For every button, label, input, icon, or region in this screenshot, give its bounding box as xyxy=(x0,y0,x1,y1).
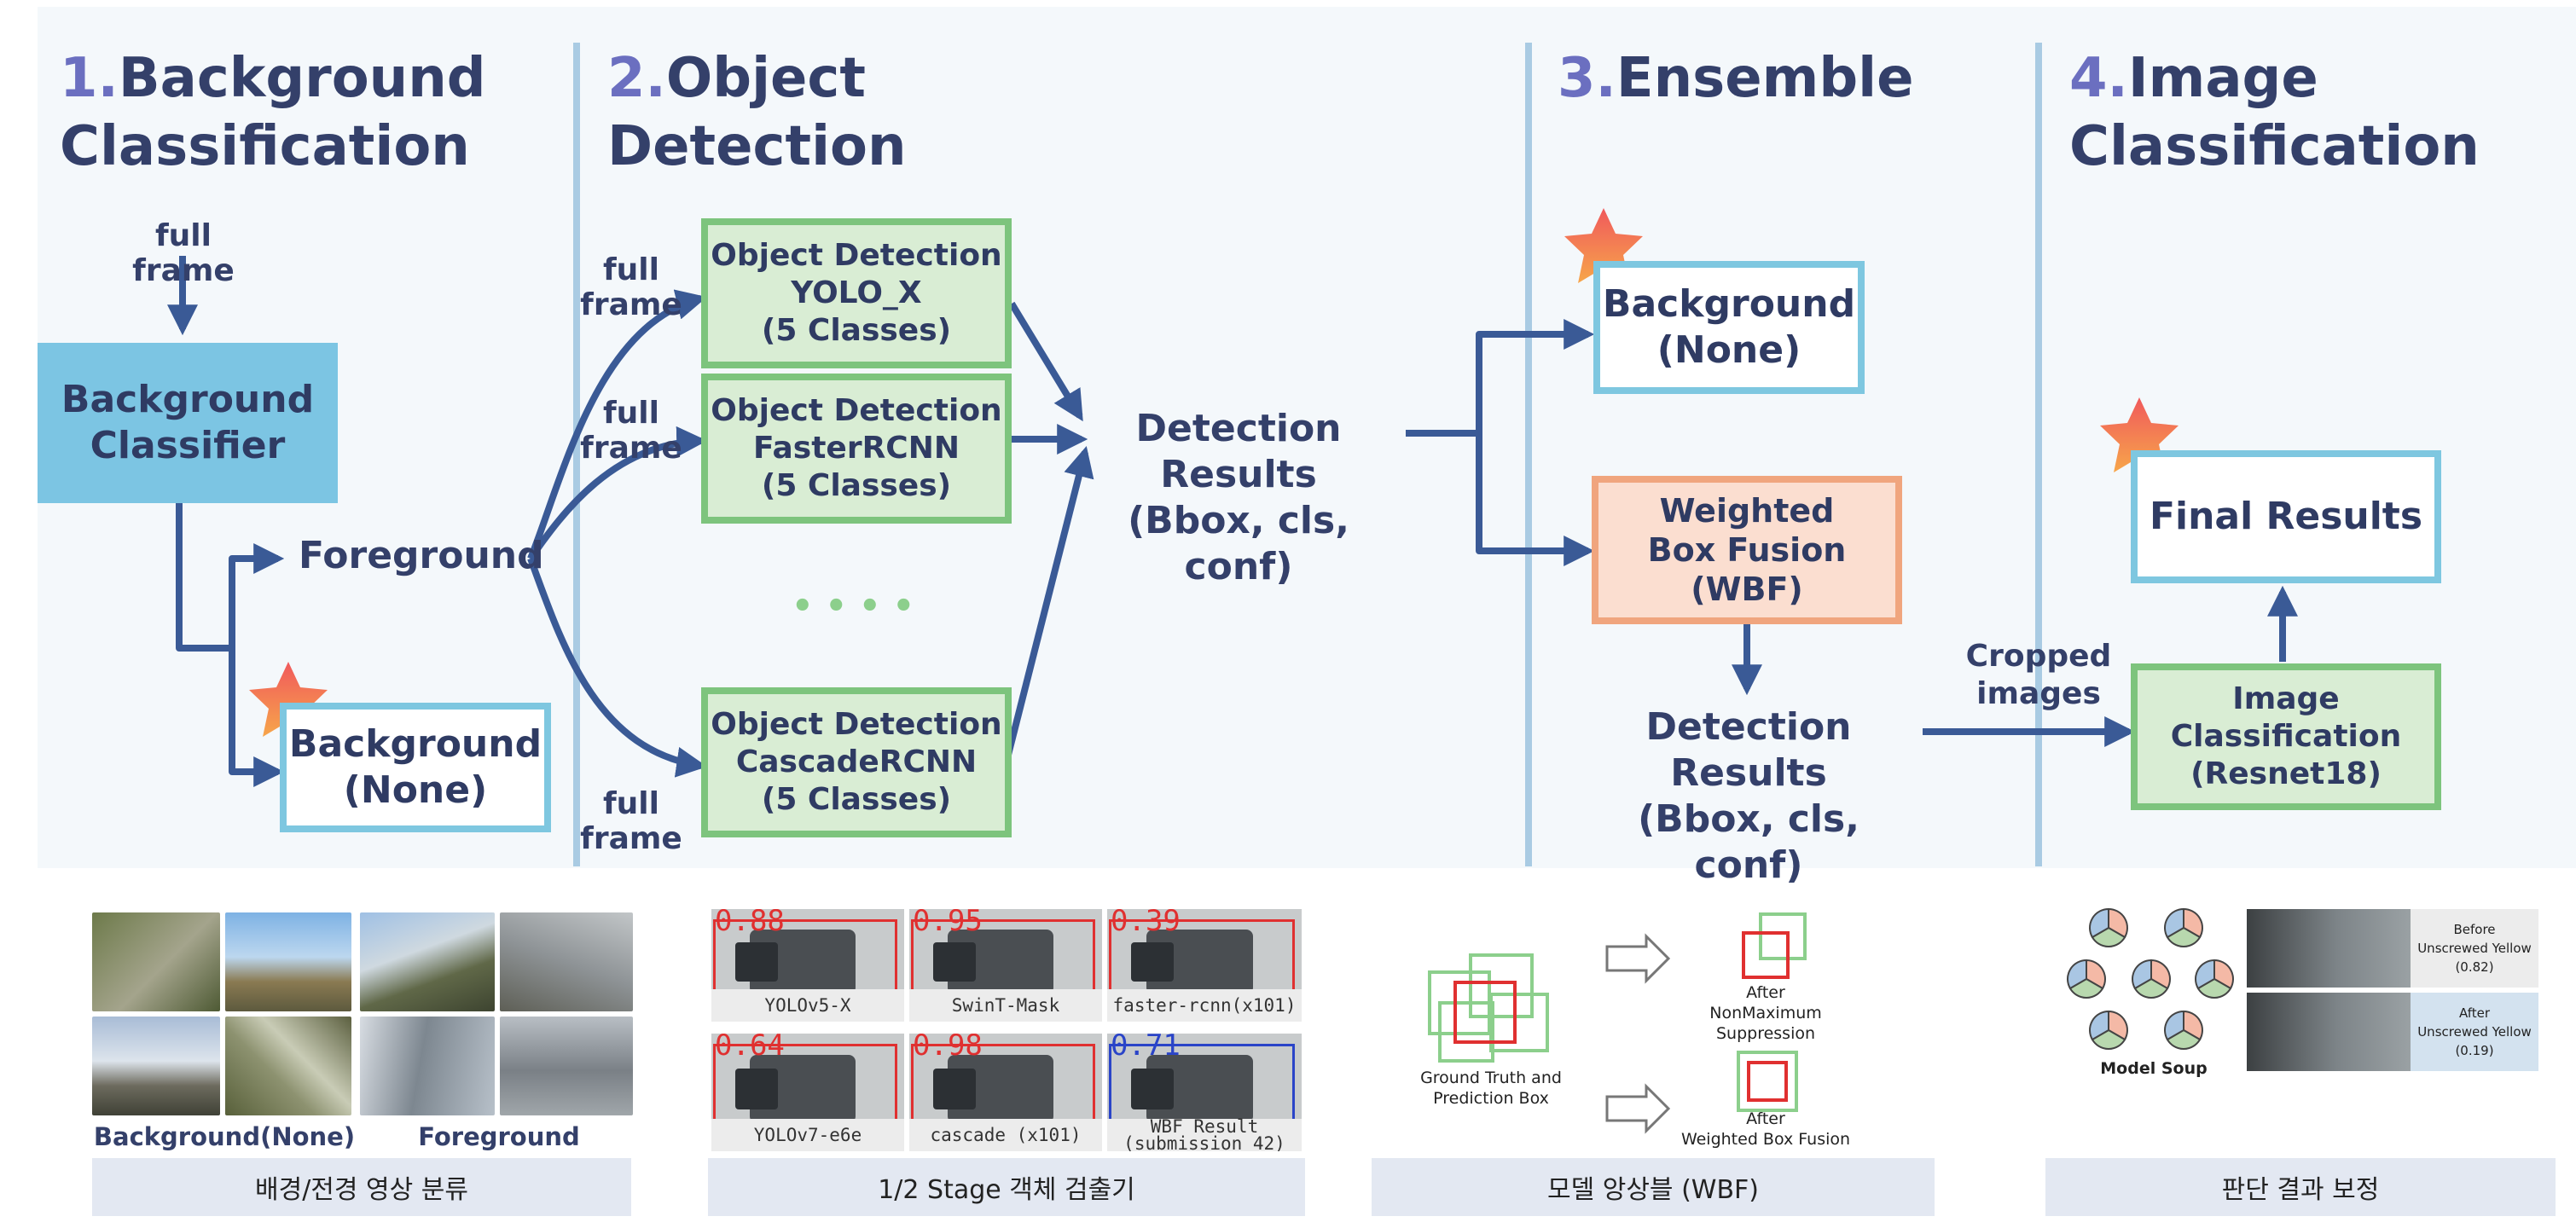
after-image xyxy=(2247,993,2411,1071)
detection-results-label-2: Detection Results (Bbox, cls, conf) xyxy=(1638,705,1859,887)
model-soup-pie-4 xyxy=(2132,959,2171,999)
arrow-classifier-split xyxy=(176,503,232,652)
final-results-box: Final Results xyxy=(2131,450,2441,583)
full-frame-label-2: full frame xyxy=(580,396,682,466)
thumb-bg-4 xyxy=(225,1017,351,1115)
arrow-to-bg-none xyxy=(1476,319,1595,433)
arrow-to-background xyxy=(229,648,285,787)
after-label: After Unscrewed Yellow (0.19) xyxy=(2411,993,2538,1071)
arrow-to-cascade xyxy=(527,557,708,778)
model-soup-pie-1 xyxy=(2089,907,2128,947)
panel2-caption: 1/2 Stage 객체 검출기 xyxy=(708,1158,1305,1216)
image-classification-box: Image Classification (Resnet18) xyxy=(2131,663,2441,810)
detection-results-label-1: Detection Results (Bbox, cls, conf) xyxy=(1128,407,1349,588)
thumb-bg-3 xyxy=(92,1017,220,1115)
thumb-fg-1 xyxy=(360,912,495,1011)
foreground-label: Foreground xyxy=(299,534,544,577)
panel3-caption: 모델 앙상블 (WBF) xyxy=(1372,1158,1935,1216)
stage3-background-none-box: Background (None) xyxy=(1593,261,1865,394)
full-frame-label: full frame xyxy=(132,218,235,288)
model-soup-pie-2 xyxy=(2164,907,2203,947)
model-soup-pie-5 xyxy=(2195,959,2234,999)
before-image xyxy=(2247,909,2411,988)
wbf-example-label: After Weighted Box Fusion xyxy=(1680,1109,1851,1149)
full-frame-label-3: full frame xyxy=(580,786,682,856)
background-classifier-box: Background Classifier xyxy=(38,343,338,503)
yolo-x-box: Object Detection YOLO_X (5 Classes) xyxy=(701,218,1012,368)
arrow-to-faster xyxy=(527,426,708,561)
faster-rcnn-box: Object Detection FasterRCNN (5 Classes) xyxy=(701,374,1012,524)
panel1-caption: 배경/전경 영상 분류 xyxy=(92,1158,631,1216)
stage-title-2: 2.Object Detection xyxy=(607,47,907,178)
gt-box-1 xyxy=(1469,953,1534,1018)
nms-green xyxy=(1759,912,1807,960)
cascade-rcnn-box: Object Detection CascadeRCNN (5 Classes) xyxy=(701,687,1012,837)
arrow-to-yolo xyxy=(527,289,707,560)
thumb-bg-1 xyxy=(92,912,220,1011)
thumb-bg-2 xyxy=(225,912,351,1011)
model-soup-pie-6 xyxy=(2089,1010,2128,1050)
stage1-background-none-box: Background (None) xyxy=(280,703,551,832)
thumb-fg-2 xyxy=(500,912,633,1011)
stage-title-4: 4.Image Classification xyxy=(2069,47,2480,178)
foreground-caption: Foreground xyxy=(418,1122,580,1151)
arrow-yolo-to-results xyxy=(1008,301,1083,422)
arrow-to-wbf xyxy=(1476,433,1595,566)
wbf-green xyxy=(1737,1051,1798,1112)
thumb-fg-3 xyxy=(360,1017,495,1115)
pred-box xyxy=(1453,981,1517,1044)
cropped-images-label: Cropped images xyxy=(1965,639,2112,711)
nms-label: After NonMaximum Suppression xyxy=(1709,983,1822,1043)
right-arrow-icon-nms xyxy=(1605,933,1671,984)
wbf-red xyxy=(1747,1061,1788,1102)
thumb-fg-4 xyxy=(500,1017,633,1115)
arrow-cascade-to-results xyxy=(1003,446,1094,762)
gt-box-4 xyxy=(1438,1001,1494,1063)
right-arrow-icon-wbf xyxy=(1605,1083,1671,1134)
more-detectors-ellipsis: • • • • xyxy=(791,587,915,626)
stage-title-3: 3.Ensemble xyxy=(1558,47,1914,110)
model-soup-label: Model Soup xyxy=(2100,1059,2208,1078)
gt-prediction-label: Ground Truth and Prediction Box xyxy=(1420,1069,1562,1108)
before-label: Before Unscrewed Yellow (0.82) xyxy=(2411,909,2538,988)
model-soup-pie-7 xyxy=(2164,1010,2203,1050)
nms-red xyxy=(1742,931,1790,979)
model-soup-pie-3 xyxy=(2067,959,2106,999)
full-frame-label-1: full frame xyxy=(580,252,682,322)
stage-title-1: 1.Background Classification xyxy=(60,47,486,178)
panel4-caption: 판단 결과 보정 xyxy=(2045,1158,2556,1216)
wbf-box: Weighted Box Fusion (WBF) xyxy=(1592,476,1902,624)
arrow-to-foreground xyxy=(229,543,285,648)
background-none-caption: Background(None) xyxy=(93,1122,356,1151)
